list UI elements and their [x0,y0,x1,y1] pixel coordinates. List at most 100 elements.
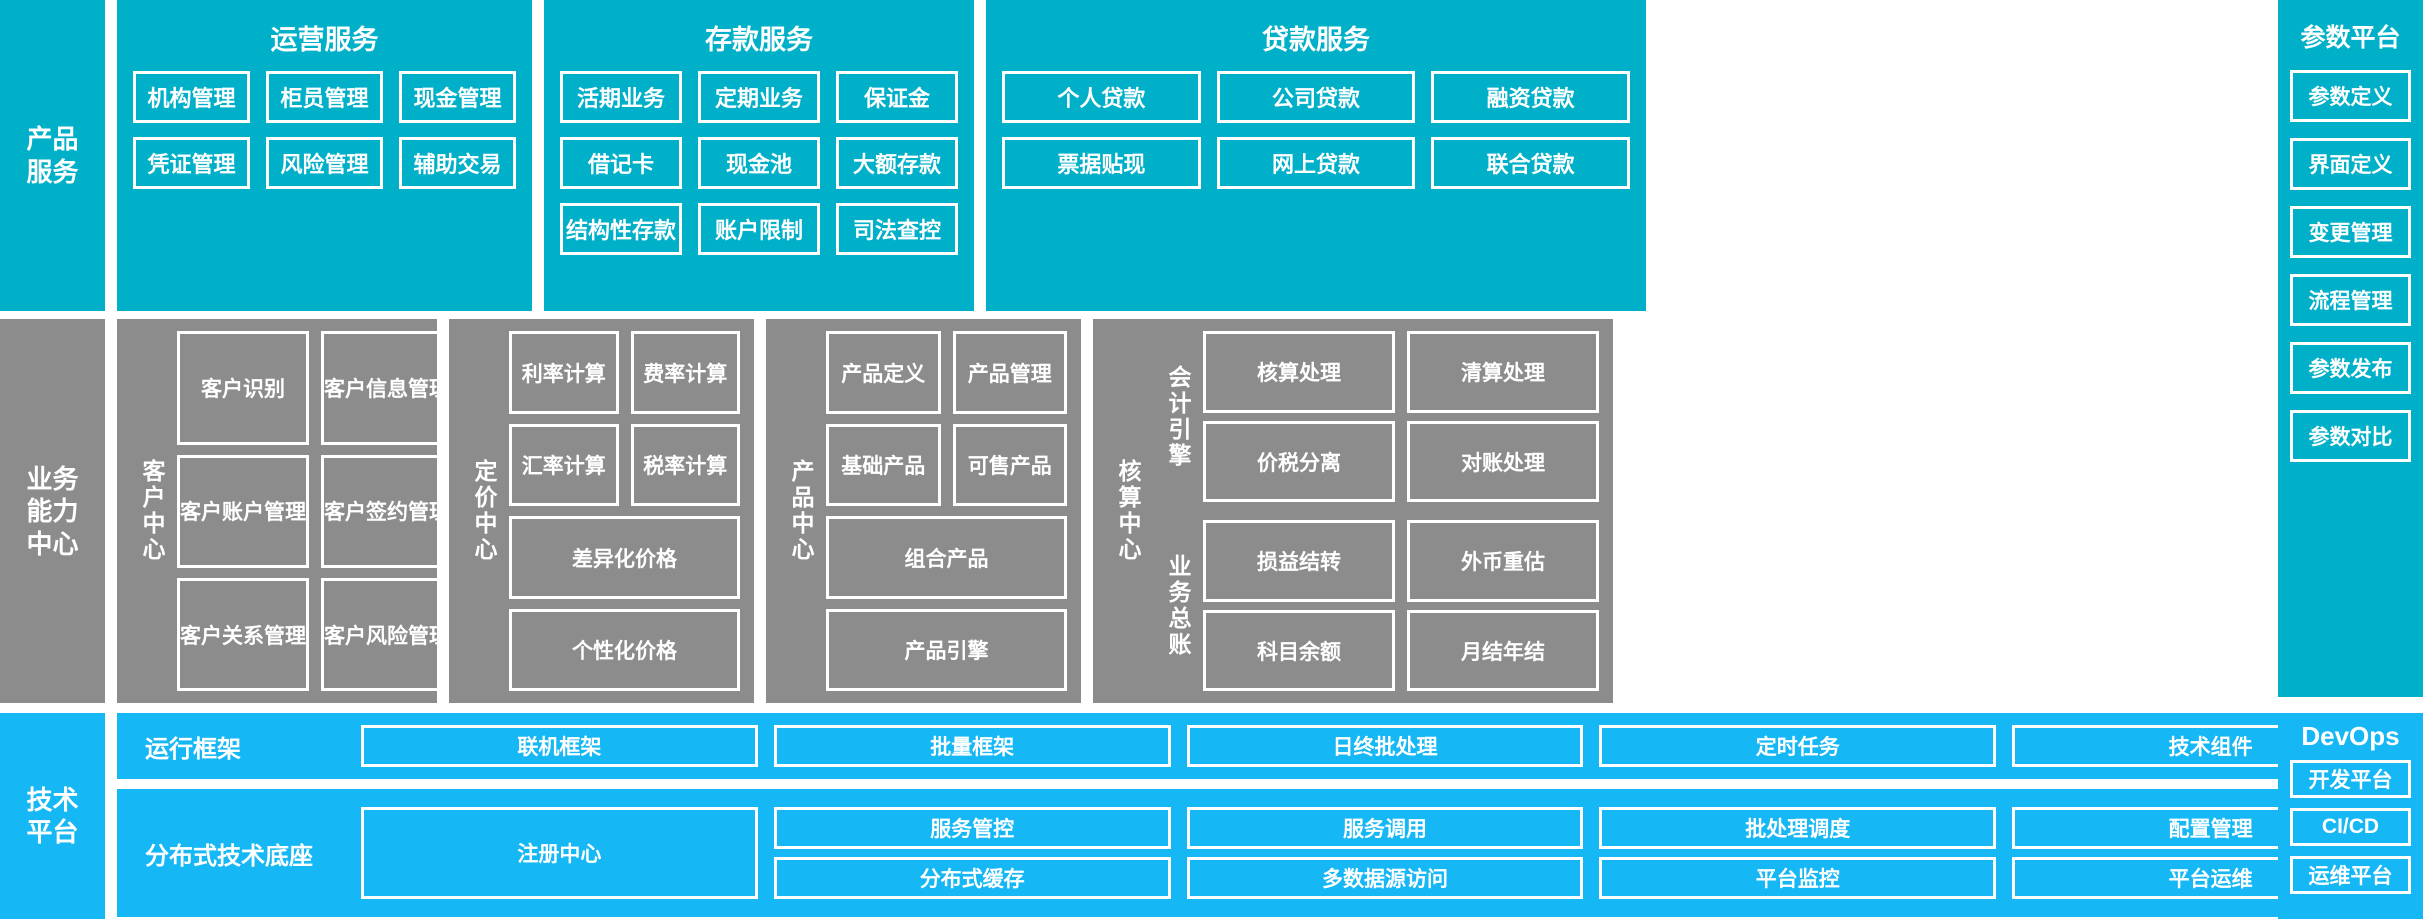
tech-tile[interactable]: 注册中心 [361,807,758,900]
service-tile[interactable]: 网上贷款 [1216,137,1416,189]
tech-band-distributed-base-label: 分布式技术底座 [145,842,313,870]
capability-tile[interactable]: 客户信息管理 [321,331,453,445]
devops-column: DevOps 开发平台 CI/CD 运维平台 [2278,713,2423,919]
center-product-label: 产品中心 [788,459,814,564]
capability-tile[interactable]: 产品管理 [952,331,1067,414]
accounting-subgroup-engine: 会计引擎 核算处理 清算处理 价税分离 对账处理 [1153,331,1599,503]
parameter-tile[interactable]: 参数对比 [2290,410,2411,462]
parameter-tile[interactable]: 变更管理 [2290,206,2411,258]
capability-tile[interactable]: 差异化价格 [509,516,740,599]
parameter-tile[interactable]: 参数发布 [2290,342,2411,394]
tech-tile[interactable]: 服务调用 [1186,807,1584,850]
center-customer-label: 客户中心 [139,459,165,564]
tech-band-runtime-framework-label: 运行框架 [145,735,241,763]
service-tile[interactable]: 联合贷款 [1431,137,1630,189]
tech-tile[interactable]: 批处理调度 [1599,807,1997,850]
tech-tile[interactable]: 联机框架 [361,725,758,768]
tech-tile[interactable]: 定时任务 [1599,725,1997,768]
capability-tile[interactable]: 个性化价格 [509,608,740,692]
row-label-product-services-text: 产品服务 [26,124,79,187]
service-tile[interactable]: 公司贷款 [1216,71,1416,123]
service-tile[interactable]: 大额存款 [836,137,958,189]
service-tile[interactable]: 凭证管理 [133,137,250,189]
capability-tile[interactable]: 客户账户管理 [177,454,309,569]
capability-tile[interactable]: 清算处理 [1407,331,1599,413]
service-group-deposit-title: 存款服务 [705,25,813,55]
capability-tile[interactable]: 产品引擎 [826,608,1067,692]
devops-title: DevOps [2301,721,2400,751]
capability-tile[interactable]: 对账处理 [1407,420,1599,503]
center-product: 产品中心 产品定义 产品管理 基础产品 可售产品 组合产品 产品引擎 [766,319,1081,704]
service-tile[interactable]: 保证金 [836,71,958,123]
accounting-subgroup-engine-label: 会计引擎 [1165,364,1191,469]
capability-tile[interactable]: 产品定义 [826,331,941,414]
service-group-operations-title: 运营服务 [270,25,379,55]
service-tile[interactable]: 柜员管理 [266,71,383,123]
capability-tile[interactable]: 客户关系管理 [177,578,309,692]
row-label-business-capability-text: 业务能力中心 [26,463,79,559]
tech-tile[interactable]: 平台监控 [1599,857,1997,900]
capability-tile[interactable]: 核算处理 [1203,331,1395,413]
service-tile[interactable]: 司法查控 [836,203,958,255]
service-tile[interactable]: 定期业务 [698,71,820,123]
parameter-tile[interactable]: 界面定义 [2290,138,2411,190]
capability-tile[interactable]: 利率计算 [509,331,619,414]
capability-tile[interactable]: 税率计算 [630,423,740,507]
tech-band-runtime-framework: 运行框架 联机框架 批量框架 日终批处理 定时任务 技术组件 [117,713,2423,780]
service-tile[interactable]: 账户限制 [698,203,820,255]
row-label-business-capability: 业务能力中心 [0,319,105,704]
product-services-row: 产品服务 运营服务 机构管理 柜员管理 现金管理 凭证管理 风险管理 辅助交易 … [0,0,2423,312]
capability-tile[interactable]: 损益结转 [1203,520,1395,602]
capability-tile[interactable]: 费率计算 [630,331,740,414]
row-label-technology-platform: 技术平台 [0,713,105,919]
capability-tile[interactable]: 外币重估 [1407,520,1599,602]
capability-tile[interactable]: 基础产品 [826,423,941,507]
devops-tile[interactable]: 开发平台 [2290,760,2411,798]
service-group-operations: 运营服务 机构管理 柜员管理 现金管理 凭证管理 风险管理 辅助交易 [117,0,532,312]
service-tile[interactable]: 结构性存款 [560,203,682,255]
service-tile[interactable]: 辅助交易 [399,137,516,189]
tech-tile[interactable]: 分布式缓存 [773,857,1171,900]
service-group-loan-title: 贷款服务 [1262,25,1370,55]
capability-tile[interactable]: 客户签约管理 [321,454,453,569]
center-accounting-label: 核算中心 [1115,459,1141,564]
capability-tile[interactable]: 汇率计算 [509,423,619,507]
service-tile[interactable]: 现金管理 [399,71,516,123]
service-tile[interactable]: 票据贴现 [1002,137,1201,189]
service-tile[interactable]: 融资贷款 [1431,71,1630,123]
parameter-tile[interactable]: 流程管理 [2290,274,2411,326]
center-accounting: 核算中心 会计引擎 核算处理 清算处理 价税分离 对账处理 业务总账 损益结转 … [1093,319,1613,704]
parameter-tile[interactable]: 参数定义 [2290,70,2411,122]
devops-tile[interactable]: 运维平台 [2290,856,2411,894]
capability-tile[interactable]: 组合产品 [826,516,1067,599]
parameter-platform-title: 参数平台 [2300,24,2401,52]
row-label-technology-platform-text: 技术平台 [26,784,79,848]
center-pricing-label: 定价中心 [471,459,497,564]
capability-tile[interactable]: 客户风险管理 [321,578,453,692]
tech-tile[interactable]: 多数据源访问 [1186,857,1584,900]
business-capability-row: 业务能力中心 客户中心 客户识别 客户信息管理 客户账户管理 客户签约管理 客户… [0,319,2423,704]
tech-band-distributed-base: 分布式技术底座 注册中心 服务管控 分布式缓存 服务调用 多数据源访问 批处理调… [117,789,2423,918]
parameter-platform-column: 参数平台 参数定义 界面定义 变更管理 流程管理 参数发布 参数对比 [2278,0,2423,697]
devops-tile[interactable]: CI/CD [2290,808,2411,846]
service-tile[interactable]: 现金池 [698,137,820,189]
tech-tile[interactable]: 日终批处理 [1186,725,1584,768]
tech-tile[interactable]: 批量框架 [773,725,1171,768]
service-tile[interactable]: 个人贷款 [1002,71,1201,123]
center-customer: 客户中心 客户识别 客户信息管理 客户账户管理 客户签约管理 客户关系管理 客户… [117,319,453,704]
accounting-subgroup-ledger: 业务总账 损益结转 外币重估 科目余额 月结年结 [1153,520,1599,692]
accounting-subgroup-ledger-label: 业务总账 [1165,553,1191,658]
service-tile[interactable]: 风险管理 [266,137,383,189]
capability-tile[interactable]: 可售产品 [952,423,1067,507]
tech-tile[interactable]: 服务管控 [773,807,1171,850]
service-group-loan: 贷款服务 个人贷款 公司贷款 融资贷款 票据贴现 网上贷款 联合贷款 [986,0,1646,312]
service-tile[interactable]: 借记卡 [560,137,682,189]
capability-tile[interactable]: 月结年结 [1407,609,1599,692]
capability-tile[interactable]: 价税分离 [1203,420,1395,503]
capability-tile[interactable]: 科目余额 [1203,609,1395,692]
service-tile[interactable]: 机构管理 [133,71,250,123]
technology-platform-row: 技术平台 运行框架 联机框架 批量框架 日终批处理 定时任务 技术组件 分布式技… [0,713,2423,919]
service-tile[interactable]: 活期业务 [560,71,682,123]
capability-tile[interactable]: 客户识别 [177,331,309,445]
